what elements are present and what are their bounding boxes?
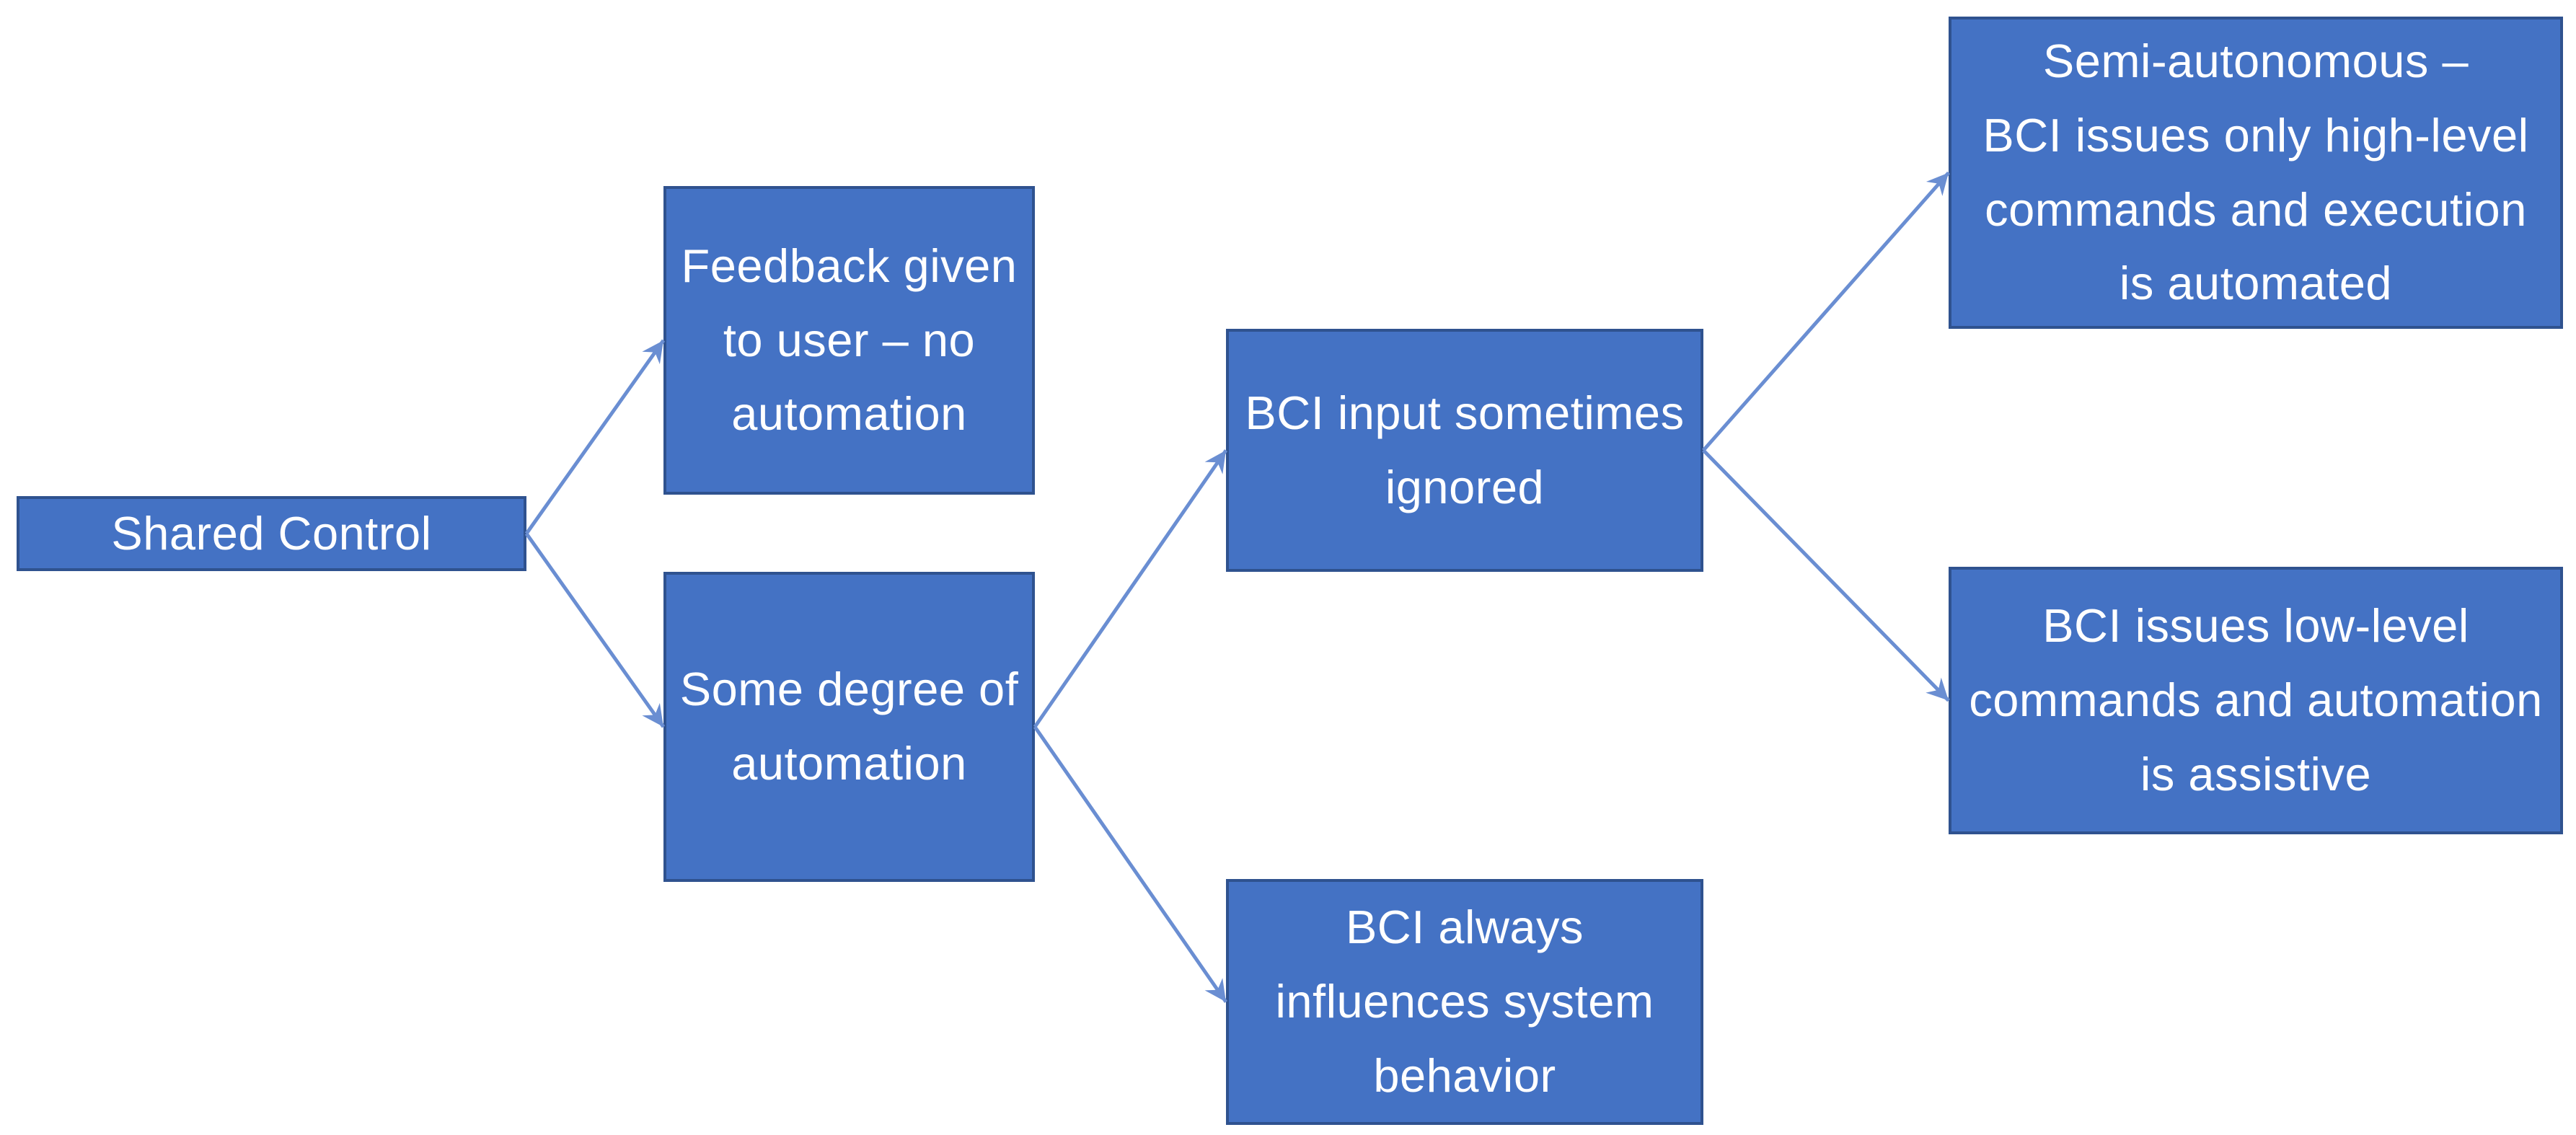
node-label-line: ignored	[1385, 460, 1545, 513]
node-label-line: Semi-autonomous –	[2042, 35, 2469, 88]
node-label-line: BCI input sometimes	[1245, 386, 1685, 439]
node-label-line: behavior	[1373, 1048, 1556, 1102]
node-bci-low-level-assistive: BCI issues low-level commands and automat…	[1949, 567, 2563, 834]
connector-bci-input-sometimes-ignored-to-semi-autonomous-high-level	[1702, 171, 1950, 452]
node-label-line: commands and execution	[1985, 182, 2527, 236]
connector-shared-control-to-some-degree-automation	[524, 532, 666, 728]
connector-some-degree-automation-to-bci-always-influences	[1033, 725, 1228, 1003]
node-semi-autonomous-high-level: Semi-autonomous – BCI issues only high-le…	[1949, 17, 2563, 329]
node-label-line: BCI issues low-level	[2042, 599, 2469, 653]
node-shared-control: Shared Control	[17, 496, 526, 571]
node-bci-input-sometimes-ignored: BCI input sometimes ignored	[1226, 329, 1703, 572]
node-feedback-no-automation: Feedback given to user – no automation	[663, 186, 1035, 495]
node-bci-always-influences: BCI always influences system behavior	[1226, 879, 1703, 1125]
connector-shared-control-to-feedback-no-automation	[524, 339, 666, 535]
node-some-degree-automation: Some degree of automation	[663, 572, 1035, 882]
node-label-line: Shared Control	[111, 506, 432, 560]
connector-bci-input-sometimes-ignored-to-bci-low-level-assistive	[1702, 449, 1950, 702]
connector-some-degree-automation-to-bci-input-sometimes-ignored	[1033, 449, 1228, 728]
node-label-line: influences system	[1275, 975, 1654, 1028]
node-label-line: is assistive	[2140, 747, 2372, 800]
node-label-line: to user – no	[723, 313, 976, 366]
node-label-line: automation	[731, 737, 967, 790]
node-label-line: automation	[731, 387, 967, 441]
node-label-line: commands and automation	[1969, 674, 2543, 727]
node-label-line: BCI issues only high-level	[1982, 108, 2529, 162]
node-label-line: is automated	[2119, 257, 2393, 310]
node-label-line: Feedback given	[681, 239, 1018, 292]
node-label-line: BCI always	[1345, 901, 1584, 954]
node-label-line: Some degree of	[679, 663, 1019, 716]
